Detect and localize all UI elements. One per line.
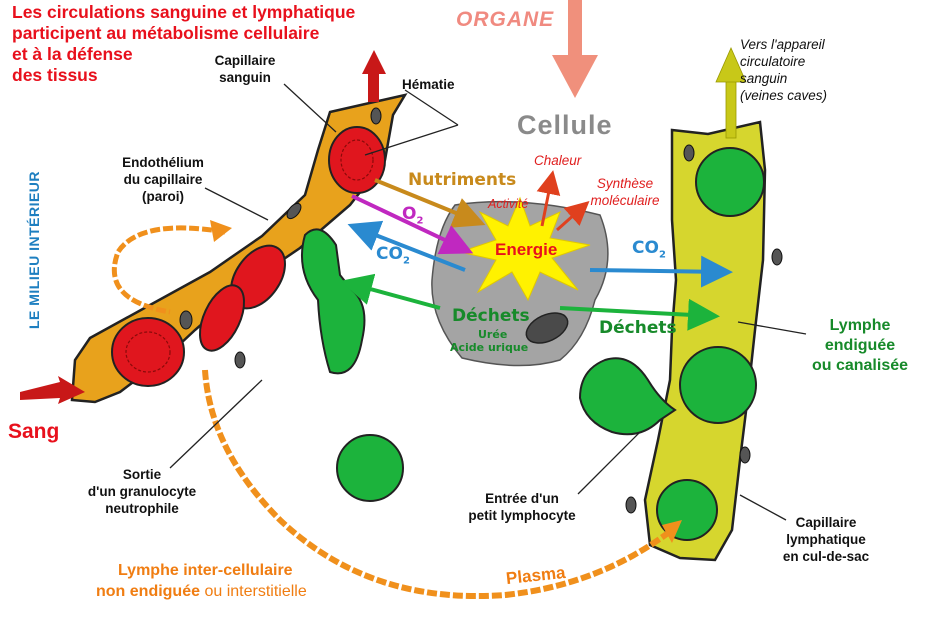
activite-label: Activité <box>488 197 529 211</box>
red-blood-cell <box>111 317 185 387</box>
title-line: des tissus <box>12 65 98 85</box>
energie-label: Energie <box>495 240 558 259</box>
cell-nucleus <box>525 312 569 344</box>
lymphe-inter-label: Lymphe inter-cellulaire non endiguée ou … <box>96 562 307 600</box>
lymphe-endiguee-label: Lymphe endiguée ou canalisée <box>811 317 909 374</box>
chaleur-label: Chaleur <box>534 153 582 168</box>
red-blood-cell <box>198 284 246 352</box>
chaleur-arrow <box>536 170 561 227</box>
hematie-label: Hématie <box>402 77 455 92</box>
o2-arrow <box>351 194 474 255</box>
synthese-arrow <box>556 201 590 232</box>
sang-arrow <box>20 376 85 404</box>
lymphocyte <box>578 357 677 436</box>
dechets-out-label: Déchets <box>599 318 677 338</box>
capillaire-sanguin-label: Capillaire sanguin <box>214 53 276 85</box>
sang-label: Sang <box>8 420 60 443</box>
lymph-capillary <box>625 120 783 562</box>
co2-arrow-right <box>589 255 733 288</box>
organe-arrow <box>568 0 582 55</box>
organe-label: ORGANE <box>456 8 555 31</box>
milieu-interieur-label: LE MILIEU INTÉRIEUR <box>26 170 42 330</box>
lymph-cell <box>336 434 404 502</box>
co2-arrow-left <box>347 220 466 272</box>
endothelium-label: Endothélium du capillaire (paroi) <box>122 155 204 204</box>
title-line: Les circulations sanguine et lymphatique <box>12 2 356 22</box>
vers-arrow <box>725 79 737 139</box>
blood-capillary <box>70 93 408 404</box>
title-line: participent au métabolisme cellulaire <box>12 23 320 43</box>
dechets-arrow-right <box>559 298 720 331</box>
energy-star <box>458 196 591 302</box>
capillaire-lymph-label: Capillaire lymphatique en cul-de-sac <box>782 515 870 564</box>
interstitial-arrow <box>111 225 226 315</box>
o2-label: O2 <box>402 204 424 227</box>
nutriments-arrow <box>374 178 486 228</box>
synthese-label: Synthèse moléculaire <box>590 176 660 208</box>
dechets-arrow-left <box>340 273 441 310</box>
vers-label: Vers l'appareil circulatoire sanguin (ve… <box>740 37 828 103</box>
acide-urique-label: Acide urique <box>450 341 529 354</box>
plasma-arrow <box>202 369 674 600</box>
diagram-title: Les circulations sanguine et lymphatique… <box>12 2 412 86</box>
red-up-arrow <box>362 50 386 102</box>
entree-label: Entrée d'un petit lymphocyte <box>468 491 576 523</box>
co2-label-right: CO2 <box>632 238 666 261</box>
red-blood-cell <box>328 126 386 194</box>
uree-label: Urée <box>478 328 508 341</box>
co2-label-left: CO2 <box>376 244 410 267</box>
sortie-label: Sortie d'un granulocyte neutrophile <box>87 467 197 516</box>
neutrophil <box>301 228 366 375</box>
title-line: et à la défense <box>12 44 133 64</box>
cellule-label: Cellule <box>517 110 613 140</box>
dechets-cell-label: Déchets <box>452 306 530 326</box>
nutriments-label: Nutriments <box>408 170 517 190</box>
